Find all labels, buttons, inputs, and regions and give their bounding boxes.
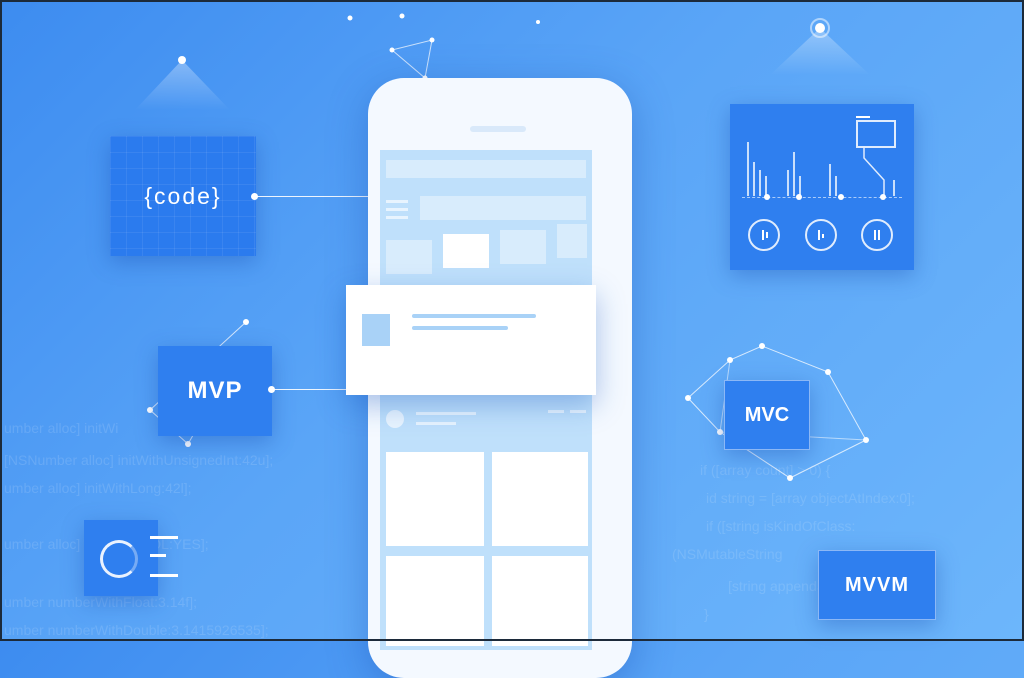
grid-tile[interactable] xyxy=(386,452,484,546)
tab-item-active[interactable] xyxy=(443,234,489,268)
code-box: {code} xyxy=(110,136,256,256)
loading-ring-icon xyxy=(100,540,138,578)
code-line: umber numberWithFloat:3.14f]; xyxy=(4,594,197,610)
window-icon-tab xyxy=(856,116,870,118)
tab-item[interactable] xyxy=(557,224,587,258)
feed-avatar xyxy=(386,410,404,428)
grid-tile[interactable] xyxy=(492,556,588,646)
pointer-line xyxy=(863,148,885,196)
code-line: [NSNumber alloc] initWithUnsignedInt:42u… xyxy=(4,452,274,468)
card-subtitle-line xyxy=(412,326,508,330)
mvc-box: MVC xyxy=(724,380,810,450)
card-title-line xyxy=(412,314,536,318)
mvp-label: MVP xyxy=(187,377,243,404)
code-line: (NSMutableString xyxy=(672,546,783,562)
code-line: umber numberWithDouble:3.1415926535]; xyxy=(4,622,269,638)
code-line: id string = [array objectAtIndex:0]; xyxy=(706,490,915,506)
tab-item[interactable] xyxy=(386,240,432,274)
grid-tile[interactable] xyxy=(386,556,484,646)
code-connector-dot xyxy=(251,193,258,200)
code-line: } xyxy=(704,606,709,622)
tab-item[interactable] xyxy=(500,230,546,264)
card-thumbnail xyxy=(362,314,390,346)
play-control-icon xyxy=(805,219,837,251)
equalizer-baseline xyxy=(742,197,902,198)
code-line: umber alloc] initWi xyxy=(4,420,119,436)
code-label: {code} xyxy=(144,182,222,209)
mvc-label: MVC xyxy=(744,403,790,426)
mvp-connector-dot xyxy=(268,386,275,393)
play-control-icon xyxy=(861,219,893,251)
code-line: umber alloc] initWithLong:42l]; xyxy=(4,480,192,496)
mvp-box: MVP xyxy=(158,346,272,436)
grid-tile[interactable] xyxy=(492,452,588,546)
search-bar[interactable] xyxy=(420,196,586,220)
mvvm-label: MVVM xyxy=(845,573,909,596)
app-header xyxy=(386,160,586,178)
window-icon xyxy=(856,120,896,148)
decorative-constellation xyxy=(135,28,870,110)
play-control-icon xyxy=(748,219,780,251)
mvp-connector xyxy=(272,389,348,390)
phone-earpiece xyxy=(470,126,526,132)
code-line: if ([string isKindOfClass: xyxy=(706,518,856,534)
code-connector xyxy=(256,196,368,197)
mvvm-box: MVVM xyxy=(818,550,936,620)
